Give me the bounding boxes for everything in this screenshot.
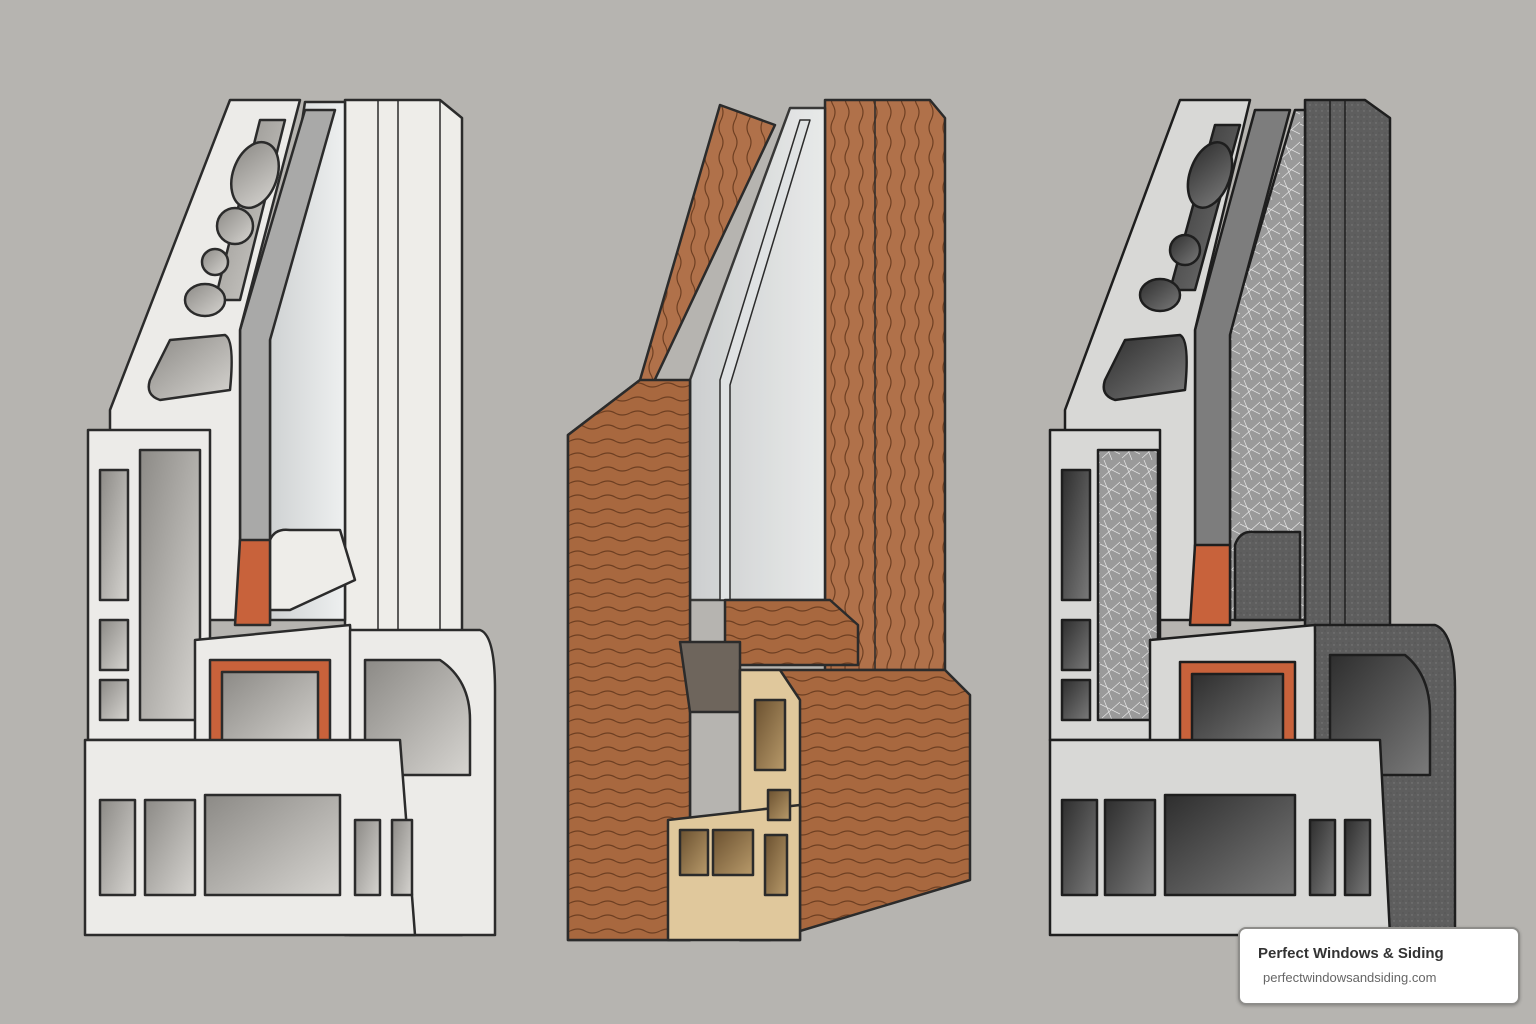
watermark-url: perfectwindowsandsiding.com bbox=[1263, 970, 1437, 985]
composite-profile bbox=[1048, 98, 1457, 937]
watermark-badge: Perfect Windows & Siding perfectwindowsa… bbox=[1238, 927, 1520, 1005]
wood-profile bbox=[566, 98, 972, 942]
vinyl-profile bbox=[83, 98, 497, 937]
watermark-title: Perfect Windows & Siding bbox=[1258, 945, 1444, 962]
